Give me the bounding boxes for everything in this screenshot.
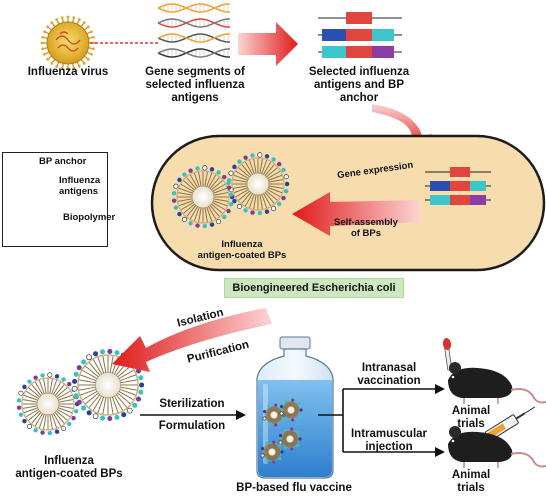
label-coated-inside-line2: antigen-coated BPs <box>197 249 287 261</box>
label-selected-line2: antigens and BP <box>313 79 405 92</box>
label-intramuscular-line1: Intramuscular <box>350 428 428 440</box>
label-influenza-virus: Influenza virus <box>27 66 109 78</box>
label-selected-line3: anchor <box>339 92 379 105</box>
bp-particle-bottom-2 <box>71 348 145 422</box>
label-vaccine: BP-based flu vaccine <box>236 482 352 494</box>
label-ecoli: Bioengineered Escherichia coli <box>232 282 396 294</box>
label-intramuscular: Intramuscular injection <box>346 428 432 454</box>
label-gene-segments-line3: antigens <box>171 92 219 105</box>
influenza-virus-icon <box>40 15 96 71</box>
label-gene-segments: Gene segments of selected influenza anti… <box>140 66 250 106</box>
label-coated-bps-inside: Influenza antigen-coated BPs <box>190 239 294 262</box>
label-intranasal-line1: Intranasal <box>361 362 417 374</box>
label-animal-trials-1-line1: Animal <box>451 405 491 417</box>
bp-particle-cell-2 <box>226 152 290 216</box>
bp-particle-bottom-1 <box>16 372 80 436</box>
label-animal-trials-2-line2: trials <box>457 482 485 495</box>
label-selected-line1: Selected influenza <box>308 66 410 78</box>
label-animal-trials-1-line2: trials <box>457 418 485 431</box>
label-gene-segments-line1: Gene segments of <box>145 66 245 78</box>
cell-constructs-icon <box>425 167 491 205</box>
label-coated-inside-line1: Influenza <box>221 239 263 250</box>
mouse-icon-intranasal <box>448 362 546 404</box>
label-self-assembly: Self-assembly of BPs <box>326 217 406 240</box>
label-sterilization: Sterilization <box>159 398 225 410</box>
gene-segments-icon <box>157 3 231 58</box>
legend-bp-anchor: BP anchor <box>39 156 87 167</box>
label-animal-trials-2: Animal trials <box>438 469 504 495</box>
label-animal-trials-2-line1: Animal <box>451 469 491 481</box>
legend-biopolymer: Biopolymer <box>63 212 116 223</box>
arrow-isolation-purification <box>112 308 272 372</box>
label-animal-trials-1: Animal trials <box>438 405 504 431</box>
bottle-bp-particle-1 <box>262 403 286 427</box>
label-coated-bottom-line2: antigen-coated BPs <box>15 468 123 481</box>
legend-antigens-line2: antigens <box>59 185 99 197</box>
arrow-expression-assembly <box>292 192 420 236</box>
label-self-assembly-line2: of BPs <box>350 227 382 239</box>
ecoli-label-box: Bioengineered Escherichia coli <box>224 278 404 298</box>
bottle-bp-particle-2 <box>279 398 303 422</box>
legend-antigens-line1: Influenza <box>59 175 101 186</box>
arrow-genes-to-selected <box>238 22 298 66</box>
legend-influenza-antigens: Influenza antigens <box>59 175 101 198</box>
label-intramuscular-line2: injection <box>365 441 413 454</box>
bp-particle-cell-1 <box>171 165 235 229</box>
label-formulation: Formulation <box>158 420 226 432</box>
branch-to-trials <box>318 388 437 453</box>
label-coated-bottom-line1: Influenza <box>44 455 94 467</box>
label-self-assembly-line1: Self-assembly <box>334 217 398 228</box>
mouse-icon-intramuscular <box>448 426 546 468</box>
selected-antigens-constructs-icon <box>318 12 402 58</box>
legend-box: BP anchor Influenza antigens Biopolymer <box>2 152 115 247</box>
label-coated-bps-bottom: Influenza antigen-coated BPs <box>14 455 124 481</box>
bottle-bp-particle-3 <box>278 427 302 451</box>
label-gene-segments-line2: selected influenza <box>145 79 245 92</box>
label-selected-antigens: Selected influenza antigens and BP ancho… <box>300 66 418 106</box>
label-intranasal: Intranasal vaccination <box>348 362 430 388</box>
bottle-bp-particle-4 <box>260 440 284 464</box>
label-intranasal-line2: vaccination <box>357 375 421 388</box>
